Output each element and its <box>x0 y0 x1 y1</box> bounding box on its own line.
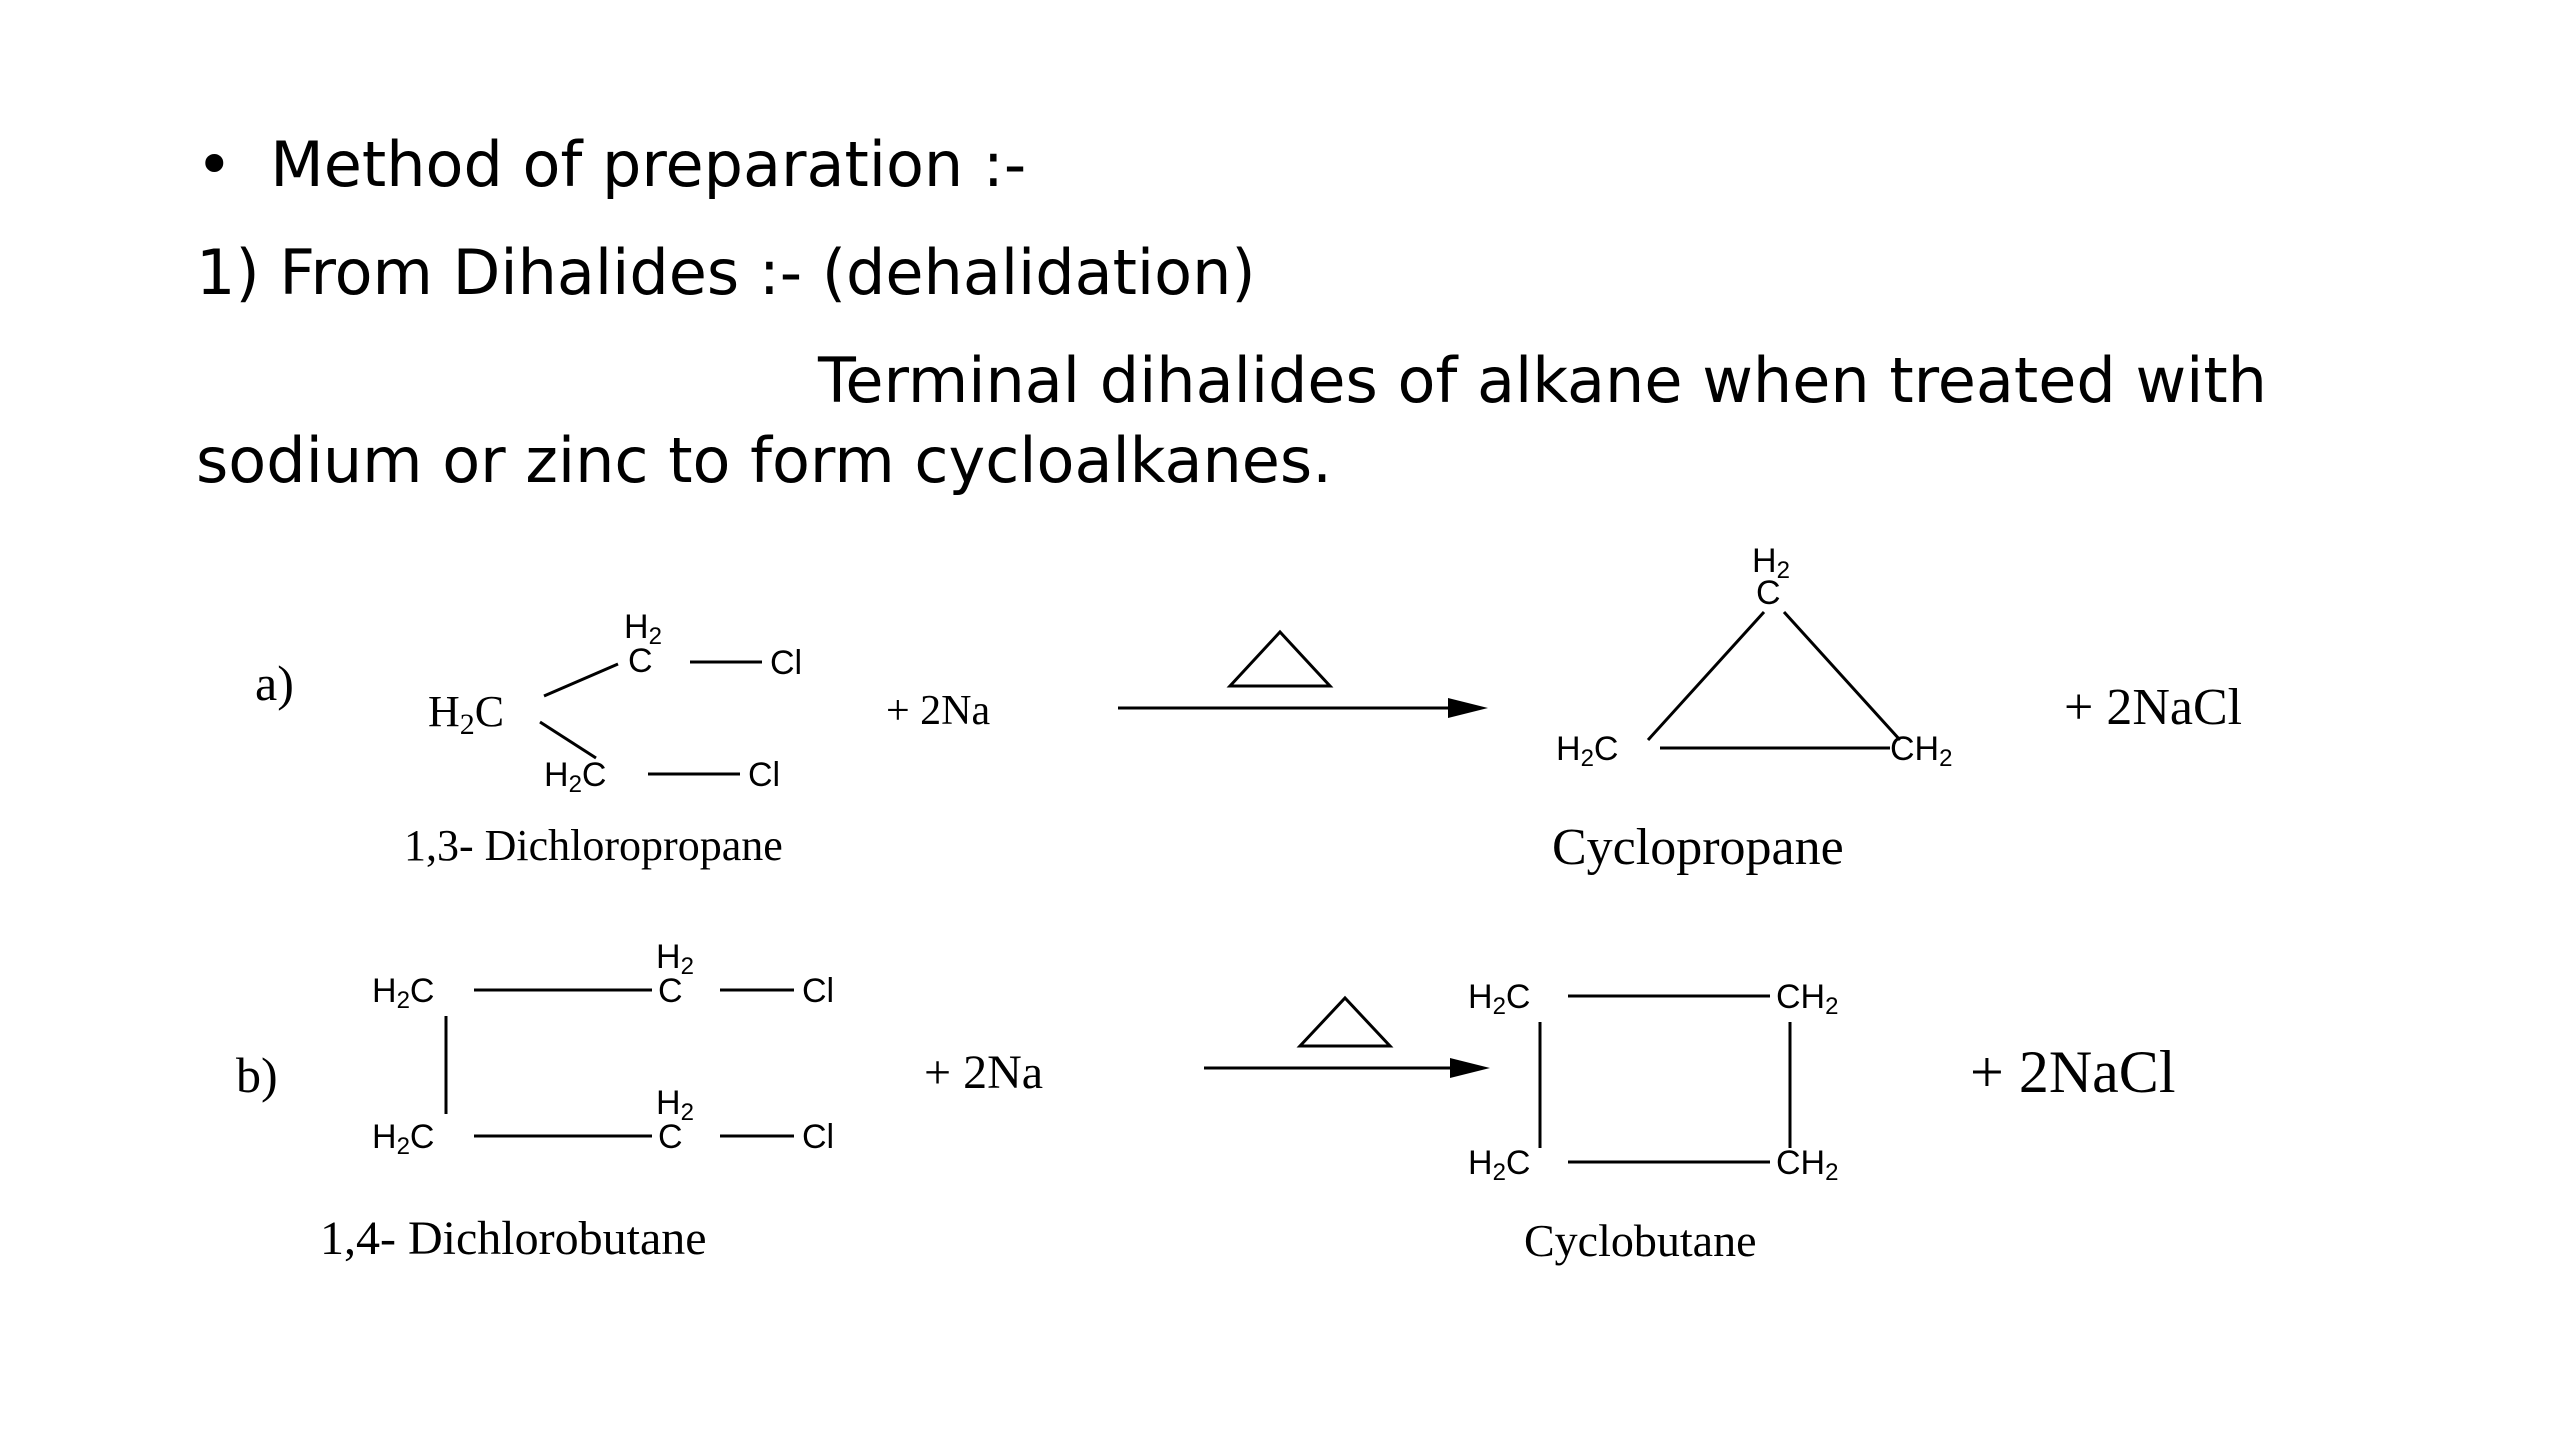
atom-h2: H2 <box>624 608 662 650</box>
atom-ch2: CH2 <box>1776 978 1838 1020</box>
paragraph-line-2: sodium or zinc to form cycloalkanes. <box>196 424 1332 497</box>
atom-h2c: H2C <box>372 972 434 1014</box>
byproduct-b: + 2NaCl <box>1970 1039 2176 1105</box>
bullet-marker: • <box>196 128 233 201</box>
reaction-a-label: a) <box>255 655 294 711</box>
reaction-a: a) H2C H2 C Cl H2C Cl 1,3- Dichloropropa… <box>255 542 2242 876</box>
arrow-head-icon <box>1450 1058 1490 1078</box>
atom-cl: Cl <box>802 1118 834 1156</box>
byproduct-a: + 2NaCl <box>2064 679 2242 736</box>
paragraph-line-1: Terminal dihalides of alkane when treate… <box>818 344 2267 417</box>
atom-cl: Cl <box>770 644 802 682</box>
subheading: 1) From Dihalides :- (dehalidation) <box>196 236 1256 309</box>
atom-h2c: H2C <box>544 756 606 798</box>
atom-c: C <box>1756 574 1781 612</box>
heat-triangle-icon <box>1226 629 1334 688</box>
reaction-b: b) H2C H2 C Cl H2C H2 C Cl 1,4- Dichloro… <box>236 938 2176 1266</box>
atom-cl: Cl <box>748 756 780 794</box>
atom-h2c: H2C <box>428 687 504 741</box>
bond <box>1782 610 1902 742</box>
atom-h2c: H2C <box>1468 1144 1530 1186</box>
atom-cl: Cl <box>802 972 834 1010</box>
product-name-a: Cyclopropane <box>1552 819 1844 876</box>
dichloropropane-structure: H2C H2 C Cl H2C Cl <box>428 608 802 798</box>
reagent-b: + 2Na <box>924 1046 1043 1099</box>
bond <box>539 720 597 760</box>
atom-c: C <box>658 972 683 1010</box>
bond <box>543 662 619 698</box>
product-name-b: Cyclobutane <box>1524 1215 1757 1266</box>
dichlorobutane-structure: H2C H2 C Cl H2C H2 C Cl <box>372 938 834 1160</box>
atom-h2c: H2C <box>372 1118 434 1160</box>
atom-h2c: H2C <box>1556 730 1618 772</box>
atom-h2c: H2C <box>1468 978 1530 1020</box>
cyclopropane-structure: H2 C H2C CH2 <box>1556 542 1952 772</box>
heat-triangle-icon <box>1296 995 1394 1048</box>
bullet-heading: • Method of preparation :- <box>196 128 1026 202</box>
reagent-a: + 2Na <box>886 688 991 734</box>
atom-c: C <box>628 642 653 680</box>
bond <box>1646 610 1766 742</box>
atom-ch2: CH2 <box>1776 1144 1838 1186</box>
cyclobutane-structure: H2C CH2 H2C CH2 <box>1468 978 1838 1186</box>
reactant-name-b: 1,4- Dichlorobutane <box>320 1212 707 1265</box>
reaction-b-label: b) <box>236 1047 278 1103</box>
heading-text: Method of preparation :- <box>270 128 1027 201</box>
reactant-name-a: 1,3- Dichloropropane <box>404 821 783 870</box>
atom-ch2: CH2 <box>1890 730 1952 772</box>
atom-c: C <box>658 1118 683 1156</box>
arrow-head-icon <box>1448 698 1488 718</box>
